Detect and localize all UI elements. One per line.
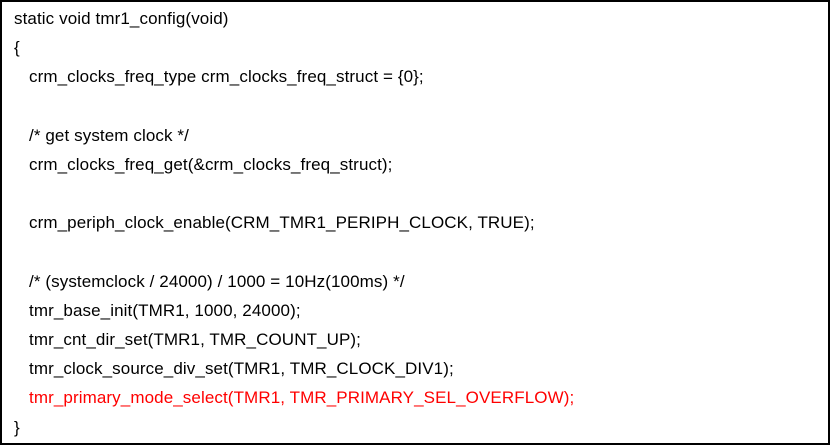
code-line: tmr_base_init(TMR1, 1000, 24000);	[29, 300, 301, 320]
code-line: }	[14, 417, 20, 437]
code-line: tmr_clock_source_div_set(TMR1, TMR_CLOCK…	[29, 359, 454, 379]
code-line: tmr_cnt_dir_set(TMR1, TMR_COUNT_UP);	[29, 330, 362, 350]
code-line: crm_clocks_freq_type crm_clocks_freq_str…	[29, 67, 424, 87]
code-line: crm_clocks_freq_get(&crm_clocks_freq_str…	[29, 154, 393, 174]
code-line	[2, 238, 828, 267]
code-line	[2, 92, 828, 121]
code-line: /* (systemclock / 24000) / 1000 = 10Hz(1…	[29, 271, 405, 291]
code-line: {	[14, 38, 20, 58]
code-line-highlighted: tmr_primary_mode_select(TMR1, TMR_PRIMAR…	[29, 388, 575, 408]
code-line: crm_periph_clock_enable(CRM_TMR1_PERIPH_…	[29, 213, 535, 233]
code-line: static void tmr1_config(void)	[14, 9, 229, 28]
code-line	[2, 179, 828, 208]
code-line: /* get system clock */	[29, 125, 189, 145]
